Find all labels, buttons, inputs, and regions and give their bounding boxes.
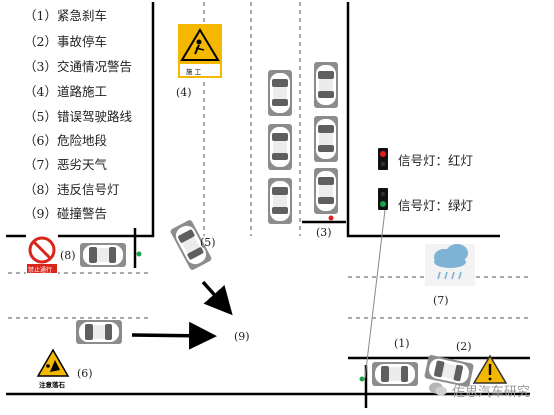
rain-cloud-icon [425, 244, 475, 286]
watermark-text: 佐思汽车研究 [452, 385, 531, 400]
marker-5: (5) [200, 236, 216, 249]
legend-item: （9）碰撞警告 [24, 206, 107, 221]
falling-rocks-sign-text: 注意落石 [39, 381, 65, 389]
legend-item: （3）交通情况警告 [24, 59, 132, 74]
marker-8: (8) [60, 249, 76, 262]
legend-item: （2）事故停车 [24, 34, 107, 49]
marker-4: (4) [176, 86, 192, 99]
marker-1: (1) [394, 337, 410, 350]
signal-pointer-line [364, 209, 386, 379]
traffic-light-green [378, 188, 388, 210]
legend-item: （8）违反信号灯 [24, 182, 120, 197]
marker-2: (2) [456, 340, 472, 353]
marker-3: (3) [316, 226, 332, 239]
construction-sign-text: 施 工 [186, 68, 202, 76]
cars-column-right [314, 62, 338, 214]
warning-triangle-icon [472, 354, 508, 384]
no-entry-sign-text: 禁止通行 [28, 267, 53, 274]
signal-dot-top [328, 215, 334, 221]
construction-sign-icon [178, 24, 222, 78]
motion-arrows [131, 280, 233, 350]
legend-item: （5）错误驾驶路线 [24, 109, 132, 124]
traffic-light-red [378, 148, 388, 170]
car-collision [76, 320, 122, 344]
falling-rocks-sign-icon [36, 346, 70, 390]
wechat-logo-icon [429, 382, 447, 396]
marker-6: (6) [77, 367, 93, 380]
no-entry-sign-icon [26, 234, 58, 274]
car-emergency-brake [372, 362, 418, 386]
cars-column-left [268, 70, 292, 224]
marker-9: (9) [234, 330, 250, 343]
legend-item: （6）危险地段 [24, 133, 107, 148]
signal-red-label: 信号灯：红灯 [398, 153, 474, 168]
collision-arrow [131, 321, 217, 350]
legend-item: （1）紧急刹车 [24, 8, 107, 23]
signal-dot-bottom [359, 376, 365, 382]
car-red-light-violator [80, 243, 126, 267]
marker-7: (7) [433, 294, 449, 307]
signal-green-label: 信号灯：绿灯 [398, 198, 474, 213]
signal-dot-left [136, 251, 142, 257]
road-edge-top-right [346, 2, 500, 238]
legend-item: （7）恶劣天气 [24, 157, 107, 172]
legend-item: （4）道路施工 [24, 84, 107, 99]
wrong-way-arrow [201, 280, 233, 316]
